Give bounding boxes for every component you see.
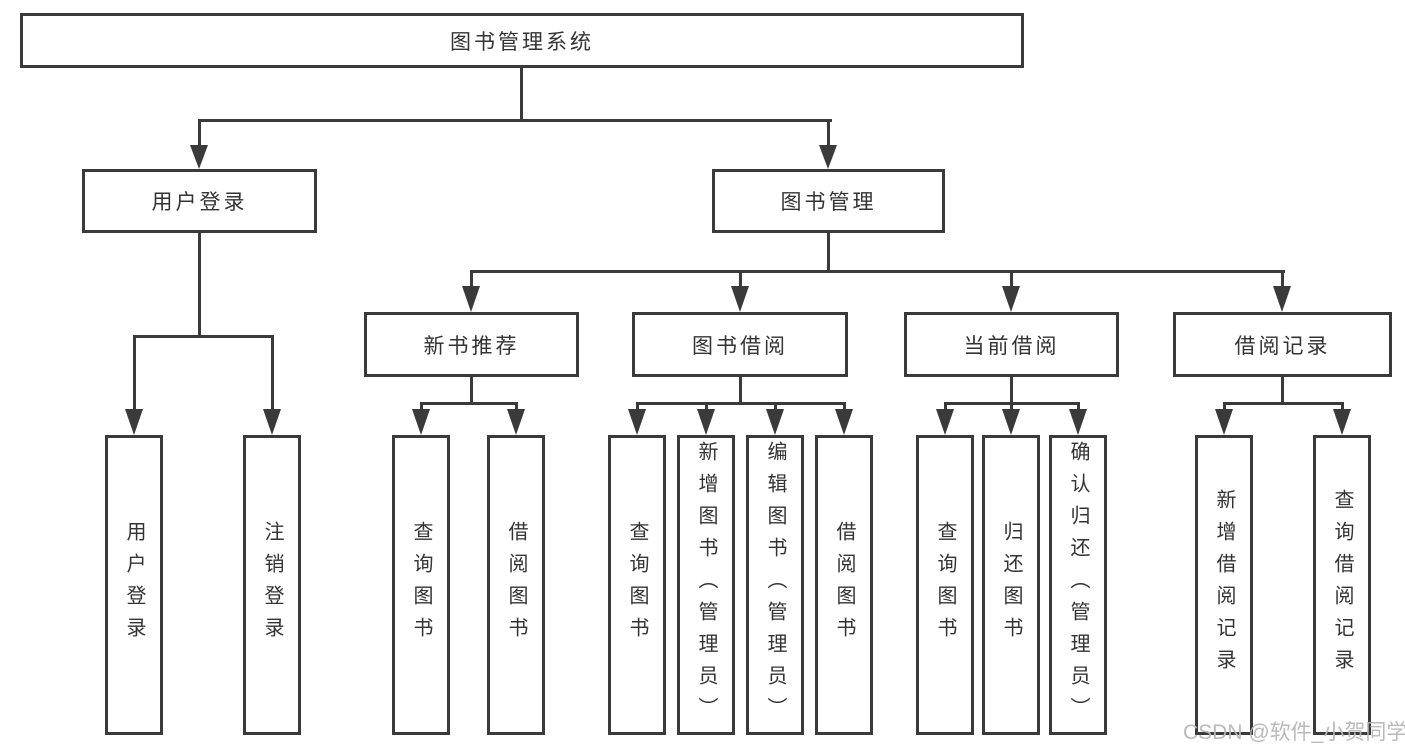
connector-line xyxy=(1341,402,1344,412)
leaf-add-borrow-record: 新增借阅记录 xyxy=(1195,435,1253,735)
connector-line xyxy=(470,270,1285,273)
arrowhead-down-icon xyxy=(125,409,143,435)
arrowhead-down-icon xyxy=(819,145,837,169)
connector-line xyxy=(1281,270,1284,288)
leaf-confirm-return-admin-label: 确认归还（管理员） xyxy=(1067,441,1089,729)
node-book-borrow-label: 图书借阅 xyxy=(692,334,788,358)
connector-line xyxy=(271,335,274,411)
node-borrow-records: 借阅记录 xyxy=(1173,312,1392,377)
connector-line xyxy=(1010,402,1013,412)
leaf-query-books-1: 查询图书 xyxy=(392,435,450,735)
leaf-query-borrow-record: 查询借阅记录 xyxy=(1313,435,1371,735)
arrowhead-down-icon xyxy=(1002,286,1020,312)
connector-line xyxy=(1223,402,1226,412)
node-book-management-label: 图书管理 xyxy=(780,191,877,214)
connector-line xyxy=(1281,377,1284,404)
arrowhead-down-icon xyxy=(766,409,784,435)
connector-line xyxy=(198,119,832,122)
leaf-edit-books-admin-label: 编辑图书（管理员） xyxy=(764,441,786,729)
watermark-text: CSDN @软件_小贺同学 xyxy=(1183,721,1405,744)
arrowhead-down-icon xyxy=(628,409,646,435)
leaf-query-books-3: 查询图书 xyxy=(916,435,974,735)
node-book-borrow: 图书借阅 xyxy=(632,312,848,377)
connector-line xyxy=(198,119,201,148)
leaf-logout-label: 注销登录 xyxy=(261,521,283,649)
connector-line xyxy=(944,402,947,412)
node-root: 图书管理系统 xyxy=(20,13,1024,68)
connector-line xyxy=(1077,402,1080,412)
node-new-book-recommend-label: 新书推荐 xyxy=(423,334,520,358)
leaf-add-books-admin-label: 新增图书（管理员） xyxy=(695,441,717,729)
connector-line xyxy=(1010,377,1013,404)
connector-line xyxy=(1010,270,1013,288)
node-user-login-label: 用户登录 xyxy=(151,191,248,214)
connector-line xyxy=(636,402,639,412)
connector-line xyxy=(470,377,473,404)
leaf-return-books-label: 归还图书 xyxy=(1000,521,1022,649)
connector-line xyxy=(827,233,830,272)
leaf-confirm-return-admin: 确认归还（管理员） xyxy=(1049,435,1107,735)
arrowhead-down-icon xyxy=(507,409,525,435)
arrowhead-down-icon xyxy=(263,409,281,435)
connector-line xyxy=(705,402,708,412)
arrowhead-down-icon xyxy=(835,409,853,435)
arrowhead-down-icon xyxy=(731,286,749,312)
node-root-label: 图书管理系统 xyxy=(450,30,594,54)
connector-line xyxy=(774,402,777,412)
leaf-borrow-books-2-label: 借阅图书 xyxy=(833,521,855,649)
connector-line xyxy=(739,270,742,288)
arrowhead-down-icon xyxy=(1002,409,1020,435)
node-new-book-recommend: 新书推荐 xyxy=(364,312,579,377)
leaf-user-login: 用户登录 xyxy=(105,435,163,735)
node-borrow-records-label: 借阅记录 xyxy=(1234,334,1331,358)
node-current-borrow: 当前借阅 xyxy=(904,312,1119,377)
connector-line xyxy=(133,335,136,411)
connector-line xyxy=(827,119,830,148)
connector-line xyxy=(636,402,846,405)
arrowhead-down-icon xyxy=(412,409,430,435)
arrowhead-down-icon xyxy=(190,145,208,169)
connector-line xyxy=(420,402,423,412)
leaf-borrow-books-1: 借阅图书 xyxy=(487,435,545,735)
connector-line xyxy=(739,377,742,404)
leaf-query-books-1-label: 查询图书 xyxy=(410,521,432,649)
leaf-user-login-label: 用户登录 xyxy=(123,521,145,649)
leaf-logout: 注销登录 xyxy=(243,435,301,735)
connector-line xyxy=(515,402,518,412)
leaf-edit-books-admin: 编辑图书（管理员） xyxy=(746,435,804,735)
node-book-management: 图书管理 xyxy=(712,169,945,233)
connector-line xyxy=(843,402,846,412)
node-user-login: 用户登录 xyxy=(82,169,317,233)
connector-line xyxy=(520,68,523,121)
node-current-borrow-label: 当前借阅 xyxy=(963,334,1060,358)
leaf-borrow-books-2: 借阅图书 xyxy=(815,435,873,735)
connector-line xyxy=(133,335,274,338)
arrowhead-down-icon xyxy=(1273,286,1291,312)
leaf-return-books: 归还图书 xyxy=(982,435,1040,735)
leaf-add-borrow-record-label: 新增借阅记录 xyxy=(1213,489,1235,681)
connector-line xyxy=(198,233,201,337)
leaf-borrow-books-1-label: 借阅图书 xyxy=(505,521,527,649)
connector-line xyxy=(1223,402,1344,405)
arrowhead-down-icon xyxy=(462,286,480,312)
connector-line xyxy=(470,270,473,288)
connector-line xyxy=(420,402,518,405)
arrowhead-down-icon xyxy=(697,409,715,435)
arrowhead-down-icon xyxy=(1215,409,1233,435)
arrowhead-down-icon xyxy=(1069,409,1087,435)
arrowhead-down-icon xyxy=(1333,409,1351,435)
leaf-query-books-2-label: 查询图书 xyxy=(626,521,648,649)
arrowhead-down-icon xyxy=(936,409,954,435)
leaf-add-books-admin: 新增图书（管理员） xyxy=(677,435,735,735)
leaf-query-borrow-record-label: 查询借阅记录 xyxy=(1331,489,1353,681)
leaf-query-books-3-label: 查询图书 xyxy=(934,521,956,649)
leaf-query-books-2: 查询图书 xyxy=(608,435,666,735)
